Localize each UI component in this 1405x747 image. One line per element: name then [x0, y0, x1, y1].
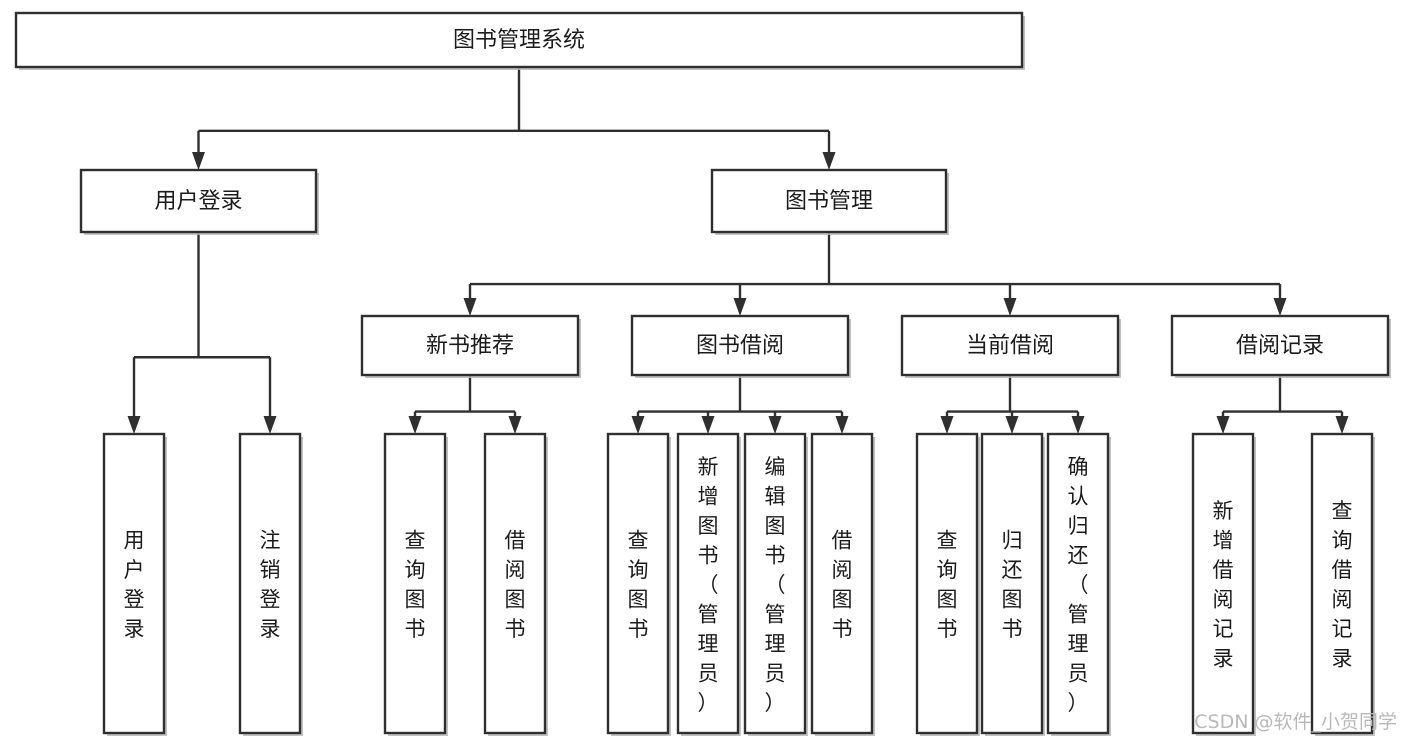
edge-arrowhead: [1005, 416, 1019, 434]
node-box[interactable]: [900, 314, 1120, 377]
node-box[interactable]: [1310, 432, 1374, 735]
node-leaf-query-book-current[interactable]: 查询图书: [915, 432, 980, 736]
node-box[interactable]: [915, 432, 979, 735]
node-label: 借阅记录: [1236, 334, 1324, 359]
csdn-watermark: CSDN @软件_小贺同学: [1194, 711, 1397, 733]
node-label: 当前借阅: [966, 334, 1054, 359]
edge-edge-userlogin-to-leaves: [127, 232, 277, 434]
node-label: 用户登录: [154, 189, 242, 214]
node-label: 编辑图书（管理员）: [765, 455, 786, 715]
edge-arrowhead: [631, 416, 645, 434]
node-label: 查询图书: [937, 529, 958, 642]
edge-arrowhead: [701, 416, 715, 434]
edge-arrowhead: [835, 416, 849, 434]
node-leaf-edit-book-admin[interactable]: 编辑图书（管理员）: [743, 432, 808, 736]
edge-arrowhead: [508, 416, 522, 434]
node-current-borrow[interactable]: 当前借阅: [900, 314, 1121, 378]
node-leaf-confirm-return-admin[interactable]: 确认归还（管理员）: [1046, 432, 1111, 736]
node-label: 注销登录: [260, 529, 281, 642]
node-label: 新增图书（管理员）: [698, 455, 719, 715]
node-box[interactable]: [606, 432, 670, 735]
node-leaf-query-borrow-record[interactable]: 查询借阅记录: [1310, 432, 1375, 736]
node-label: 新书推荐: [426, 334, 514, 359]
node-label: 借阅图书: [832, 529, 853, 642]
edge-arrowhead: [127, 416, 141, 434]
edges-layer: [127, 67, 1349, 434]
edge-arrowhead: [1273, 298, 1287, 316]
node-box[interactable]: [980, 432, 1044, 735]
edge-edge-recommend-to-leaves: [408, 375, 522, 434]
node-box[interactable]: [483, 432, 547, 735]
edge-arrowhead: [733, 298, 747, 316]
edge-arrowhead: [463, 298, 477, 316]
node-label: 图书借阅: [696, 334, 784, 359]
edge-arrowhead: [940, 416, 954, 434]
node-user-login[interactable]: 用户登录: [79, 168, 319, 235]
edge-arrowhead: [1216, 416, 1230, 434]
node-box[interactable]: [743, 432, 807, 735]
edge-edge-current-to-leaves: [940, 375, 1085, 434]
node-box[interactable]: [1191, 432, 1255, 735]
node-label: 用户登录: [124, 529, 145, 642]
edge-arrowhead: [192, 152, 205, 170]
node-leaf-query-book-borrow[interactable]: 查询图书: [606, 432, 671, 736]
edge-arrowhead: [263, 416, 277, 434]
node-label: 归还图书: [1002, 529, 1023, 642]
node-leaf-add-borrow-record[interactable]: 新增借阅记录: [1191, 432, 1256, 736]
node-leaf-borrow-book-rec[interactable]: 借阅图书: [483, 432, 548, 736]
node-box[interactable]: [79, 168, 318, 234]
edge-edge-bookmgmt-to-level3: [463, 232, 1287, 316]
node-label: 图书管理: [785, 189, 873, 214]
node-box[interactable]: [360, 314, 580, 377]
node-box[interactable]: [810, 432, 874, 735]
node-label: 查询借阅记录: [1332, 499, 1353, 671]
node-label: 借阅图书: [505, 529, 526, 642]
node-label: 查询图书: [405, 529, 426, 642]
nodes-layer: 图书管理系统用户登录图书管理新书推荐图书借阅当前借阅借阅记录用户登录注销登录查询…: [14, 11, 1391, 736]
node-leaf-add-book-admin[interactable]: 新增图书（管理员）: [676, 432, 741, 736]
node-label: 查询图书: [628, 529, 649, 642]
node-book-borrow[interactable]: 图书借阅: [630, 314, 851, 378]
node-leaf-query-book-rec[interactable]: 查询图书: [383, 432, 448, 736]
node-root[interactable]: 图书管理系统: [14, 11, 1025, 70]
node-box[interactable]: [102, 432, 166, 735]
edge-arrowhead: [408, 416, 422, 434]
node-leaf-borrow-book[interactable]: 借阅图书: [810, 432, 875, 736]
edge-edge-record-to-leaves: [1216, 375, 1349, 434]
node-box[interactable]: [710, 168, 948, 234]
edge-arrowhead: [1335, 416, 1349, 434]
node-box[interactable]: [14, 11, 1024, 69]
node-label: 确认归还（管理员）: [1068, 455, 1089, 715]
node-leaf-user-login[interactable]: 用户登录: [102, 432, 167, 736]
node-box[interactable]: [1046, 432, 1110, 735]
edge-edge-borrow-to-leaves: [631, 375, 849, 434]
node-borrow-record[interactable]: 借阅记录: [1170, 314, 1391, 378]
node-leaf-logout[interactable]: 注销登录: [238, 432, 303, 736]
edge-arrowhead: [822, 152, 836, 170]
node-label: 新增借阅记录: [1213, 499, 1234, 671]
node-label: 图书管理系统: [453, 28, 585, 53]
node-box[interactable]: [630, 314, 850, 377]
node-box[interactable]: [238, 432, 302, 735]
edge-arrowhead: [1003, 298, 1017, 316]
edge-edge-root-to-level2: [192, 67, 836, 170]
node-box[interactable]: [383, 432, 447, 735]
node-box[interactable]: [676, 432, 740, 735]
node-box[interactable]: [1170, 314, 1390, 377]
node-leaf-return-book[interactable]: 归还图书: [980, 432, 1045, 736]
node-book-management[interactable]: 图书管理: [710, 168, 949, 235]
edge-arrowhead: [1071, 416, 1085, 434]
edge-arrowhead: [768, 416, 782, 434]
node-new-book-recommend[interactable]: 新书推荐: [360, 314, 581, 378]
